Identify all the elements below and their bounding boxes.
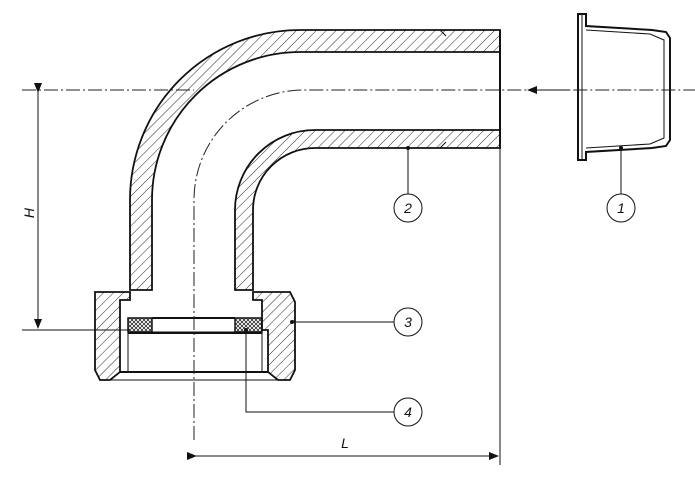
callout-4-leader bbox=[245, 330, 394, 413]
cap-outer bbox=[577, 13, 671, 161]
callout-3-label: 3 bbox=[404, 314, 412, 330]
cap bbox=[577, 13, 671, 161]
pipe-centerline-arc bbox=[193, 89, 695, 440]
callout-3: 3 bbox=[290, 307, 423, 337]
callout-4: 4 bbox=[244, 328, 423, 427]
center-lines bbox=[22, 89, 695, 440]
seal-gasket bbox=[127, 317, 263, 333]
nut-right-section bbox=[252, 291, 296, 381]
callout-1-circle bbox=[606, 193, 636, 223]
pipe-end-chamfer bbox=[439, 29, 447, 149]
callout-1-label: 1 bbox=[617, 200, 625, 216]
callout-3-circle bbox=[393, 307, 423, 337]
pipe-wall-section bbox=[129, 29, 501, 291]
callout-2: 2 bbox=[393, 146, 423, 223]
callout-4-circle bbox=[393, 397, 423, 427]
callout-1: 1 bbox=[606, 146, 636, 223]
dimension-l: L bbox=[187, 148, 501, 465]
callout-2-circle bbox=[393, 193, 423, 223]
callout-2-label: 2 bbox=[403, 200, 412, 216]
cap-inner bbox=[585, 29, 665, 149]
seal-left bbox=[127, 317, 153, 333]
callout-4-label: 4 bbox=[404, 404, 412, 420]
dim-l-label: L bbox=[341, 435, 349, 451]
elbow-pipe bbox=[129, 29, 501, 291]
dim-h-label: H bbox=[21, 207, 37, 218]
nut-left-section bbox=[94, 291, 131, 381]
union-nut bbox=[94, 291, 296, 381]
dimension-h: H bbox=[21, 83, 130, 331]
seal-right bbox=[234, 317, 263, 333]
